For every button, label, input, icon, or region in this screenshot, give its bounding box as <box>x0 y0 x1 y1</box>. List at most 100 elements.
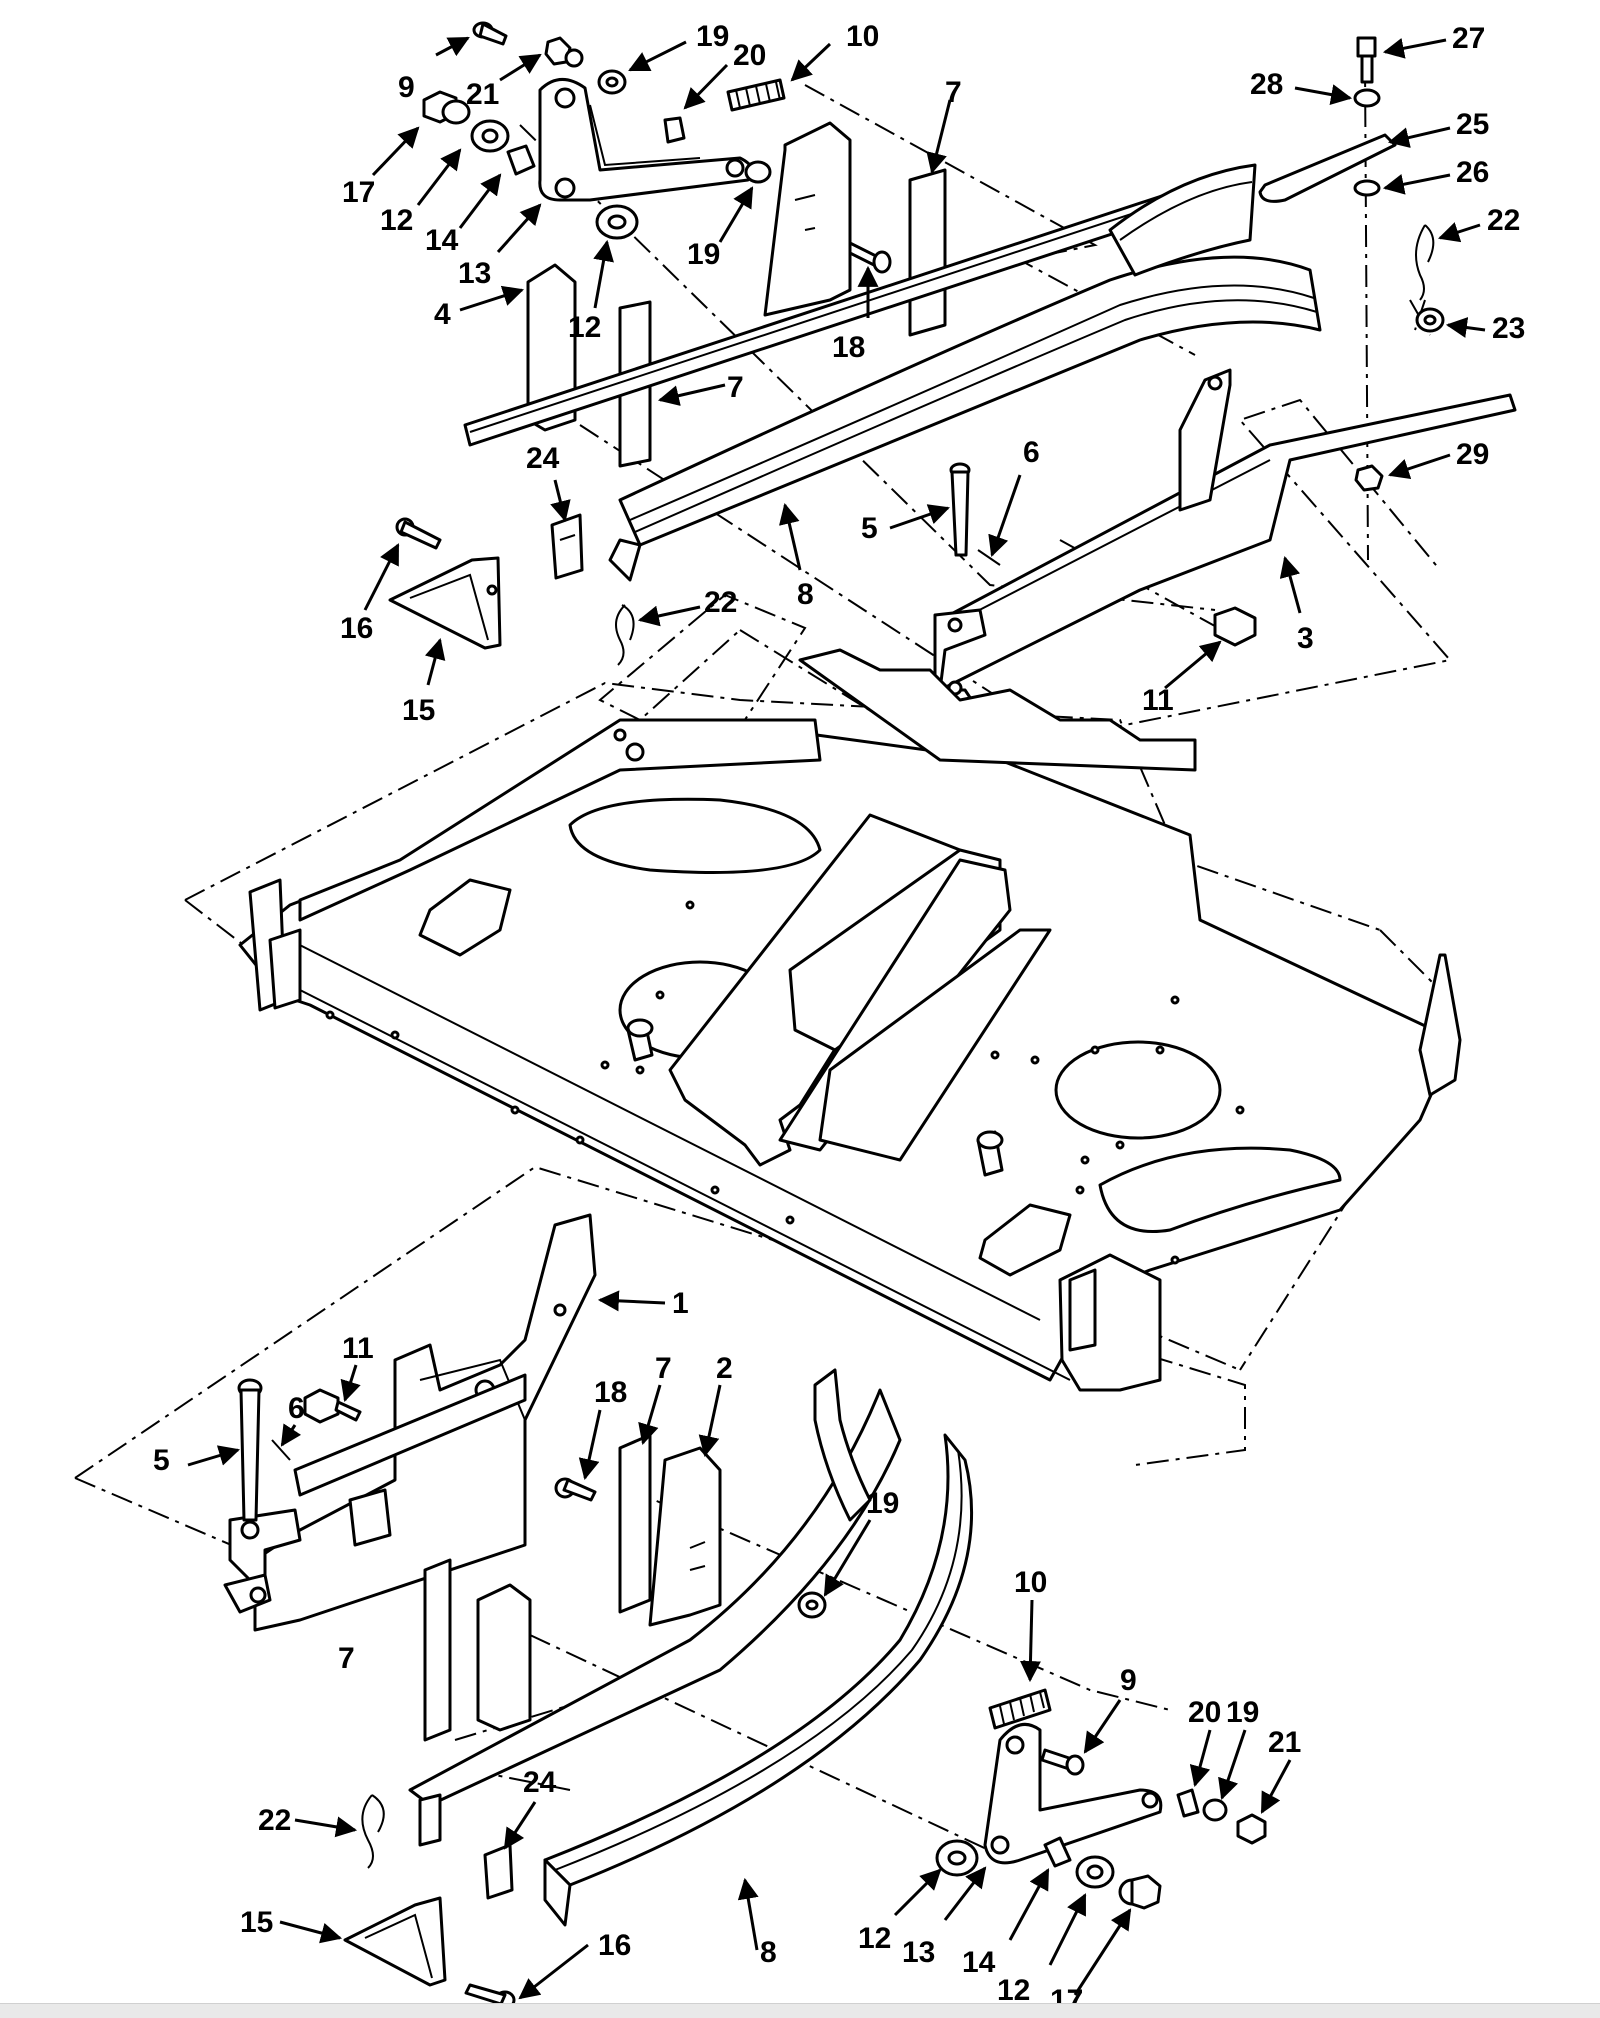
washer-28 <box>1353 88 1381 108</box>
plate-7-upper-right <box>908 168 947 337</box>
callout-label: 3 <box>1297 622 1314 655</box>
handle-25 <box>1258 133 1397 203</box>
skid-8-upper <box>618 255 1322 547</box>
callout-label: 21 <box>1268 1726 1301 1759</box>
callout-label: 12 <box>997 1974 1030 2007</box>
callout-label: 9 <box>1120 1664 1137 1697</box>
clip-24-upper <box>550 513 584 580</box>
callout-label: 19 <box>687 238 720 271</box>
callout-label: 13 <box>902 1936 935 1969</box>
bushing-14-lower <box>1043 1836 1072 1868</box>
callout-label: 25 <box>1456 108 1489 141</box>
bracket-15-upper <box>388 556 502 650</box>
callout-label: 17 <box>342 176 375 209</box>
hairpin-22-lower <box>361 1794 385 1869</box>
bushing-14-upper <box>506 144 536 176</box>
callout-label: 9 <box>398 71 415 104</box>
callout-label: 22 <box>258 1804 291 1837</box>
callout-label: 22 <box>1487 204 1520 237</box>
callout-label: 2 <box>716 1352 733 1385</box>
hairpin-22-upper <box>615 604 635 666</box>
skid-lip-upper <box>608 538 642 582</box>
callout-label: 6 <box>1023 436 1040 469</box>
upper-assembly <box>388 21 1517 712</box>
spacer-20-upper <box>663 116 686 144</box>
callout-label: 27 <box>1452 22 1485 55</box>
bottom-bar <box>0 2003 1600 2018</box>
nut-21-lower <box>1236 1813 1267 1845</box>
callout-label: 5 <box>153 1444 170 1477</box>
callout-label: 14 <box>962 1946 996 1979</box>
callout-label: 16 <box>598 1929 631 1962</box>
discharge-cutout-top <box>568 797 822 874</box>
bracket-lower-left <box>476 1583 532 1732</box>
bolt-27 <box>1356 36 1377 84</box>
callout-label: 15 <box>402 694 435 727</box>
discharge-cutout-bottom <box>1098 1146 1342 1233</box>
callout-label: 11 <box>342 1332 374 1365</box>
washer-19-upper-b <box>744 160 772 184</box>
callout-labels: 9 21 19 20 10 7 17 12 14 13 19 12 18 4 7… <box>153 20 1525 2017</box>
callout-label: 21 <box>466 78 499 111</box>
nut-17-lower <box>1118 1874 1162 1910</box>
callout-label: 10 <box>1014 1566 1047 1599</box>
lower-assembly <box>223 1213 1267 2010</box>
deck-bracket-right <box>978 1203 1072 1277</box>
callout-label: 24 <box>526 442 560 475</box>
callout-label: 7 <box>727 371 744 404</box>
skid-8-lower <box>408 1388 902 1807</box>
callout-label: 5 <box>861 512 878 545</box>
callout-label: 6 <box>288 1392 305 1425</box>
callout-label: 12 <box>568 311 601 344</box>
plate-7-lower-top <box>618 1433 652 1614</box>
callout-label: 1 <box>672 1287 689 1320</box>
bracket-upper-right <box>763 121 852 317</box>
bellcrank-13-lower <box>983 1722 1163 1865</box>
callout-label: 22 <box>704 586 737 619</box>
callout-label: 28 <box>1250 68 1283 101</box>
callout-label: 20 <box>1188 1696 1221 1729</box>
plate-7-lower-left <box>423 1558 452 1742</box>
callout-label: 12 <box>380 204 413 237</box>
deck-opening-right <box>1054 1040 1222 1140</box>
pin-9-lower <box>1040 1748 1085 1776</box>
leader-arrows <box>187 36 1486 2000</box>
mower-deck <box>238 648 1462 1392</box>
spring-10-upper <box>726 78 786 112</box>
callout-label: 18 <box>594 1376 627 1409</box>
spring-10-lower <box>988 1688 1052 1730</box>
bolt-16-upper <box>395 517 442 550</box>
bolt-11-lower <box>303 1388 362 1424</box>
washer-26 <box>1353 179 1381 197</box>
callout-label: 10 <box>846 20 879 53</box>
callout-label: 19 <box>1226 1696 1259 1729</box>
bolt-11-upper <box>1213 606 1257 647</box>
callout-label: 23 <box>1492 312 1525 345</box>
skid-8-lower-b <box>543 1433 974 1887</box>
callout-label: 26 <box>1456 156 1489 189</box>
bracket-2 <box>648 1446 722 1627</box>
callout-label: 12 <box>858 1922 891 1955</box>
pin-9-upper <box>472 21 508 46</box>
baffle-lower <box>813 1368 872 1522</box>
callout-label: 29 <box>1456 438 1489 471</box>
callout-label: 20 <box>733 39 766 72</box>
callout-label: 14 <box>425 224 459 257</box>
washer-19-lower-b <box>1202 1798 1228 1822</box>
callout-label: 19 <box>866 1487 899 1520</box>
bolt-18-lower <box>554 1477 597 1502</box>
callout-label: 19 <box>696 20 729 53</box>
cotter-6-lower <box>271 1439 291 1461</box>
callout-label: 8 <box>760 1936 777 1969</box>
callout-label: 7 <box>945 76 962 109</box>
spacer-20-lower <box>1176 1788 1200 1818</box>
callout-label: 7 <box>655 1352 672 1385</box>
callout-label: 24 <box>523 1766 557 1799</box>
hairpin-22-upper-right <box>1415 224 1435 301</box>
callout-label: 11 <box>1142 684 1174 717</box>
nut-21-upper <box>544 36 584 68</box>
nut-17-upper <box>422 90 471 125</box>
baffle-upper <box>1108 163 1257 277</box>
clip-24-lower <box>483 1843 514 1900</box>
